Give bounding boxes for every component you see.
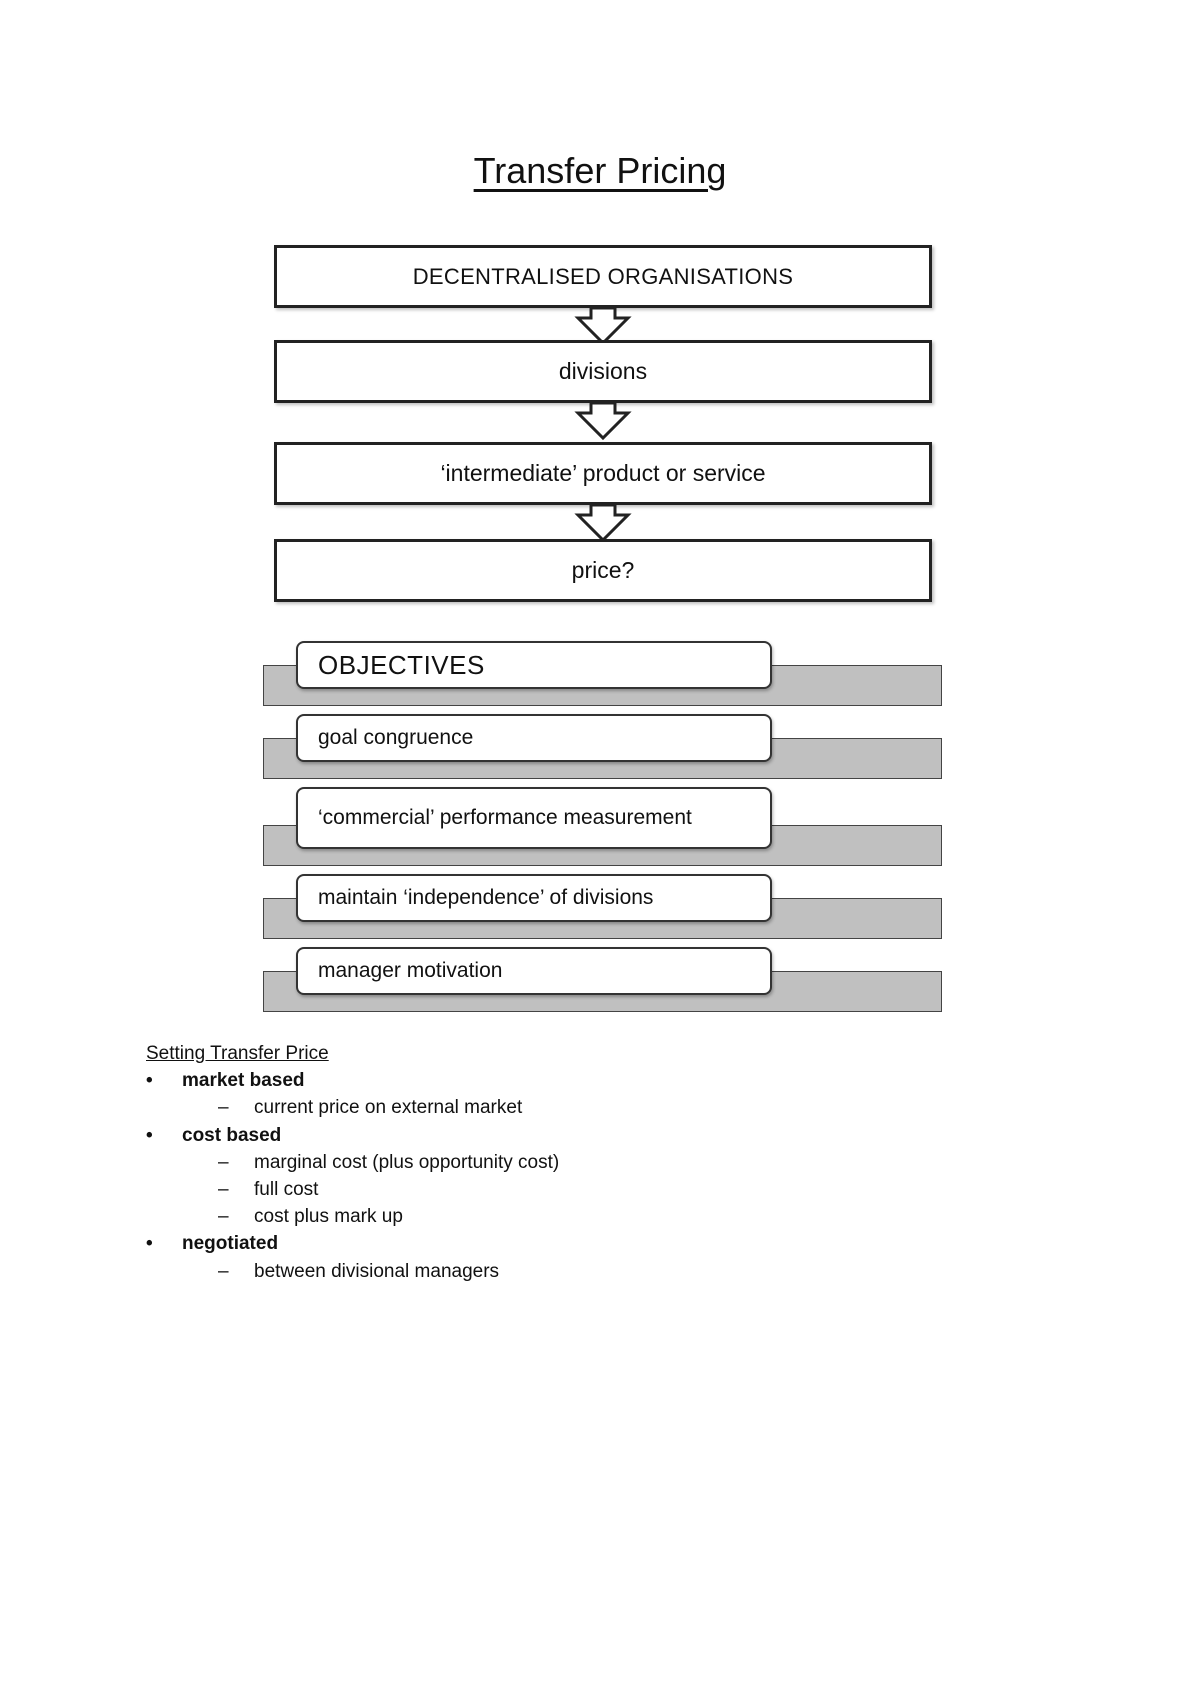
- objective-item: goal congruence: [296, 714, 772, 762]
- sub-item: cost plus mark up: [146, 1203, 559, 1230]
- objective-item: ‘commercial’ performance measurement: [296, 787, 772, 849]
- sub-item: marginal cost (plus opportunity cost): [146, 1149, 559, 1176]
- flow-box-intermediate: ‘intermediate’ product or service: [274, 442, 932, 505]
- objective-item: manager motivation: [296, 947, 772, 995]
- section-heading: Setting Transfer Price: [146, 1043, 329, 1064]
- sub-item: current price on external market: [146, 1094, 559, 1121]
- bullet-negotiated: negotiated: [146, 1230, 559, 1257]
- down-arrow-icon: [574, 505, 632, 543]
- page-title: Transfer Pricing: [473, 150, 727, 191]
- flow-box-price: price?: [274, 539, 932, 602]
- sub-item: between divisional managers: [146, 1258, 559, 1285]
- bullet-market-based: market based: [146, 1067, 559, 1094]
- down-arrow-icon: [574, 403, 632, 441]
- setting-transfer-price: Setting Transfer Price market based curr…: [146, 1040, 559, 1285]
- bullet-cost-based: cost based: [146, 1122, 559, 1149]
- flow-box-decentralised: DECENTRALISED ORGANISATIONS: [274, 245, 932, 308]
- down-arrow-icon: [574, 308, 632, 346]
- objectives-header: OBJECTIVES: [296, 641, 772, 689]
- flow-box-divisions: divisions: [274, 340, 932, 403]
- sub-item: full cost: [146, 1176, 559, 1203]
- objective-item: maintain ‘independence’ of divisions: [296, 874, 772, 922]
